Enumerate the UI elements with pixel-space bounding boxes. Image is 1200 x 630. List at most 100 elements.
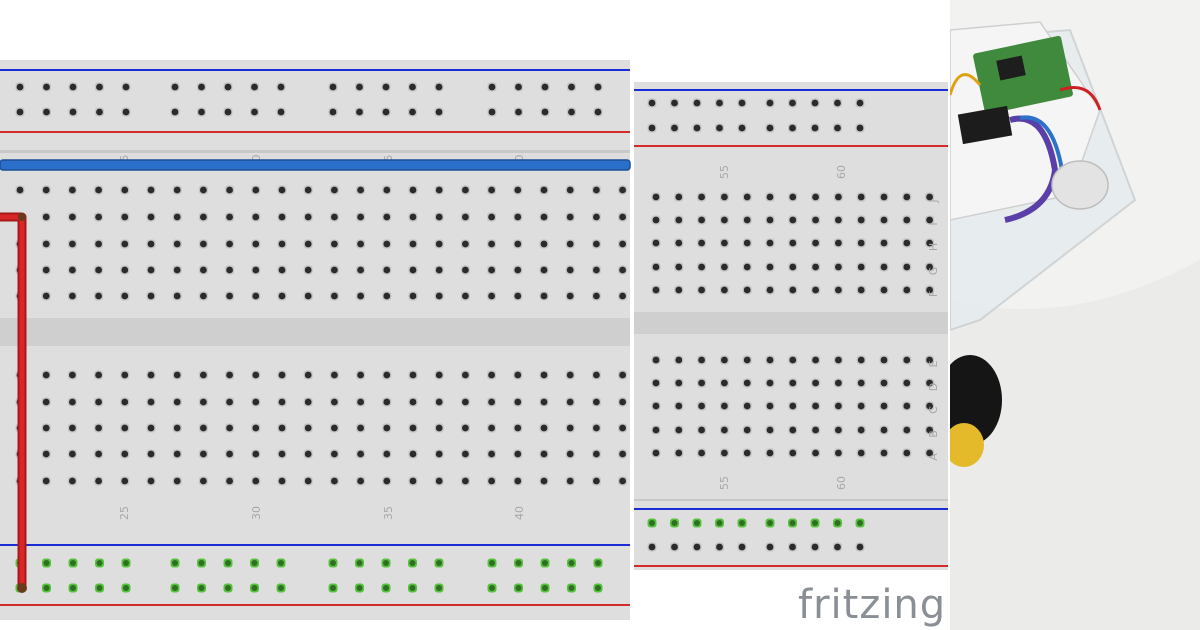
breadboard-hole <box>121 266 129 274</box>
breadboard-hole <box>514 450 522 458</box>
breadboard-hole <box>675 239 683 247</box>
breadboard-hole <box>743 216 751 224</box>
breadboard-hole <box>329 83 337 91</box>
breadboard-hole <box>903 449 911 457</box>
breadboard-hole <box>812 426 819 434</box>
breadboard-hole <box>200 424 207 432</box>
breadboard-hole <box>200 266 207 274</box>
breadboard-hole <box>926 216 933 224</box>
breadboard-hole <box>926 286 933 294</box>
breadboard-hole <box>331 213 338 221</box>
breadboard-hole <box>566 477 574 485</box>
yellow-lead <box>950 73 982 96</box>
breadboard-hole <box>743 449 751 457</box>
breadboard-hole <box>357 424 364 432</box>
breadboard-hole <box>738 99 746 107</box>
breadboard-hole <box>619 292 626 300</box>
breadboard-hole <box>675 193 683 201</box>
breadboard-hole <box>834 543 841 551</box>
breadboard-hole-connected <box>43 585 50 591</box>
breadboard-hole <box>540 266 548 274</box>
breadboard-hole <box>857 216 865 224</box>
column-number-label: 55 <box>718 165 731 179</box>
breadboard-hole <box>880 193 888 201</box>
breadboard-hole-connected <box>649 520 655 526</box>
breadboard-hole <box>147 371 155 379</box>
breadboard-hole-connected <box>123 560 129 566</box>
breadboard-hole <box>568 108 575 116</box>
breadboard-hole <box>383 292 391 300</box>
breadboard-hole <box>42 266 50 274</box>
breadboard-hole <box>409 477 417 485</box>
breadboard-hole <box>812 286 819 294</box>
breadboard-hole <box>721 239 728 247</box>
breadboard-hole <box>173 371 181 379</box>
breadboard-hole <box>743 402 751 410</box>
blue-jumper-wire <box>0 159 631 171</box>
breadboard-hole <box>304 240 312 248</box>
breadboard-hole <box>69 213 76 221</box>
fritzing-logo: fritzing <box>798 582 947 628</box>
breadboard-hole <box>903 402 911 410</box>
breadboard-hole <box>514 424 522 432</box>
breadboard-hole <box>252 240 260 248</box>
breadboard-hole <box>95 398 102 406</box>
breadboard-hole-connected <box>172 585 178 591</box>
breadboard-hole <box>171 83 179 91</box>
breadboard-hole <box>716 543 723 551</box>
breadboard-hole <box>226 292 234 300</box>
breadboard-hole <box>835 449 842 457</box>
breadboard-hole <box>488 424 495 432</box>
breadboard-hole <box>652 449 660 457</box>
breadboard-hole <box>811 124 819 132</box>
breadboard-hole <box>619 371 626 379</box>
breadboard-hole <box>857 286 865 294</box>
breadboard-hole <box>766 402 774 410</box>
breadboard-hole <box>835 402 842 410</box>
breadboard-hole <box>42 213 50 221</box>
breadboard-hole <box>540 450 548 458</box>
breadboard-hole <box>357 186 364 194</box>
breadboard-hole <box>383 213 391 221</box>
breadboard-hole <box>278 477 286 485</box>
breadboard-hole <box>834 124 841 132</box>
breadboard-hole <box>69 477 76 485</box>
breadboard-hole <box>331 292 338 300</box>
breadboard-hole <box>593 371 600 379</box>
breadboard-hole-connected <box>436 585 442 591</box>
breadboard-hole <box>42 292 50 300</box>
breadboard-hole <box>540 398 548 406</box>
breadboard-hole <box>540 292 548 300</box>
breadboard-hole <box>566 424 574 432</box>
breadboard-hole <box>383 266 391 274</box>
breadboard-hole <box>619 266 626 274</box>
breadboard-hole <box>226 213 234 221</box>
breadboard-hole <box>812 402 819 410</box>
pico-chip <box>996 55 1026 81</box>
breadboard-hole <box>304 398 312 406</box>
breadboard-hole <box>462 240 469 248</box>
breadboard-hole <box>357 266 364 274</box>
breadboard-hole <box>409 398 417 406</box>
breadboard-hole <box>42 450 50 458</box>
breadboard-hole <box>173 424 181 432</box>
breadboard-hole <box>331 371 338 379</box>
row-letter-label: G <box>927 267 940 276</box>
breadboard-hole <box>903 356 911 364</box>
breadboard-hole <box>147 450 155 458</box>
breadboard-hole <box>252 292 260 300</box>
breadboard-hole <box>121 240 129 248</box>
breadboard-hole <box>716 99 723 107</box>
breadboard-hole <box>835 216 842 224</box>
breadboard-hole <box>721 286 728 294</box>
breadboard-hole <box>812 449 819 457</box>
breadboard-hole <box>675 449 683 457</box>
breadboard-hole <box>789 286 797 294</box>
breadboard-hole <box>648 124 656 132</box>
breadboard-hole <box>278 450 286 458</box>
motor-gearbox <box>950 423 984 467</box>
breadboard-hole-connected <box>542 585 548 591</box>
column-number-label: 35 <box>382 506 395 520</box>
breadboard-hole <box>593 477 600 485</box>
breadboard-hole <box>383 240 391 248</box>
